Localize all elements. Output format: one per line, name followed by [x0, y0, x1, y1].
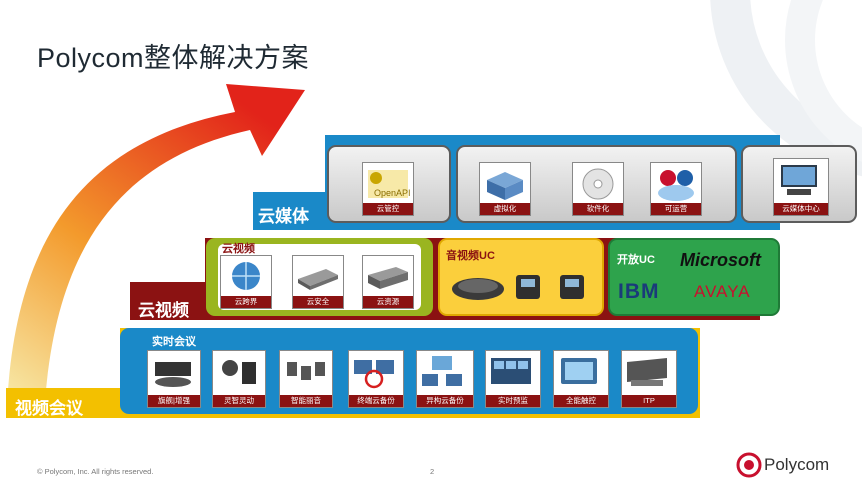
tile-touch-control[interactable]: 全能触控 [553, 350, 609, 408]
footer-copyright: © Polycom, Inc. All rights reserved. [37, 467, 153, 476]
disc-icon [576, 166, 620, 203]
panel-title-cloud-video: 云视频 [222, 240, 255, 256]
vendor-ibm: IBM [618, 280, 660, 304]
page-number: 2 [430, 467, 434, 476]
tile-cloud-security[interactable]: 云安全 [292, 255, 344, 309]
tile-label: 异构云备份 [417, 395, 473, 407]
tile-label: 灵智灵动 [213, 395, 265, 407]
tile-label: 云安全 [293, 296, 343, 308]
tile-label: 云资源 [363, 296, 413, 308]
touch-panel-icon [557, 354, 601, 391]
tile-label: 实时预监 [486, 395, 540, 407]
tile-realtime-monitor[interactable]: 实时预监 [485, 350, 541, 408]
layer-label-cloud-media: 云媒体 [258, 202, 309, 227]
tile-itp[interactable]: ITP [621, 350, 677, 408]
tile-label: 终端云备份 [349, 395, 403, 407]
server-stack-icon [483, 166, 527, 203]
tile-software[interactable]: 软件化 [572, 162, 624, 216]
tile-cloud-control[interactable]: OpenAPI 云管控 [362, 162, 414, 216]
tile-label: 云跨界 [221, 296, 271, 308]
conference-system-icon [151, 354, 195, 391]
tile-cloud-cross[interactable]: 云跨界 [220, 255, 272, 309]
camera-phone-icon [216, 354, 260, 391]
vendor-microsoft: Microsoft [680, 250, 761, 271]
tile-terminal-backup[interactable]: 终端云备份 [348, 350, 404, 408]
tile-heterogeneous-backup[interactable]: 异构云备份 [416, 350, 474, 408]
tile-label: 云媒体中心 [774, 203, 828, 215]
tile-smart-flex[interactable]: 灵智灵动 [212, 350, 266, 408]
tile-virtualization[interactable]: 虚拟化 [479, 162, 531, 216]
phones-icon [450, 265, 600, 310]
rack-device-icon [296, 259, 340, 296]
tile-label: 全能触控 [554, 395, 608, 407]
rack-device-icon [366, 259, 410, 296]
tile-label: 可运营 [651, 203, 701, 215]
media-center-icon [777, 162, 821, 199]
openapi-label: OpenAPI [374, 188, 410, 198]
globe-icon [224, 259, 268, 296]
panel-title-realtime: 实时会议 [152, 333, 196, 349]
tile-label: 软件化 [573, 203, 623, 215]
panel-realtime [120, 328, 698, 414]
tile-label: 旗舰|增强 [148, 395, 200, 407]
vendor-avaya: AVAYA [694, 282, 751, 302]
tile-cloud-resource[interactable]: 云资源 [362, 255, 414, 309]
tile-label: ITP [622, 395, 676, 407]
polycom-logo-icon [736, 452, 762, 478]
polycom-logo-text: Polycom [764, 455, 829, 475]
tile-operable[interactable]: 可运营 [650, 162, 702, 216]
page-title: Polycom整体解决方案 [37, 36, 309, 75]
tile-flagship[interactable]: 旗舰|增强 [147, 350, 201, 408]
terminal-backup-icon [352, 354, 396, 391]
heterogeneous-backup-icon [420, 354, 464, 391]
openapi-icon: OpenAPI [366, 166, 410, 203]
tile-smart-audio[interactable]: 智能丽音 [279, 350, 333, 408]
layer-label-video-conference: 视频会议 [15, 394, 83, 419]
tile-label: 云管控 [363, 203, 413, 215]
tile-cloud-media-center[interactable]: 云媒体中心 [773, 158, 829, 216]
audio-devices-icon [283, 354, 327, 391]
layer-label-cloud-video: 云视频 [138, 296, 189, 321]
tile-label: 虚拟化 [480, 203, 530, 215]
cloud-service-icon [654, 166, 698, 203]
panel-title-av-uc: 音视频UC [446, 247, 495, 263]
telepresence-room-icon [625, 354, 669, 391]
tile-label: 智能丽音 [280, 395, 332, 407]
panel-title-open-uc: 开放UC [617, 251, 655, 267]
monitor-wall-icon [489, 354, 533, 391]
